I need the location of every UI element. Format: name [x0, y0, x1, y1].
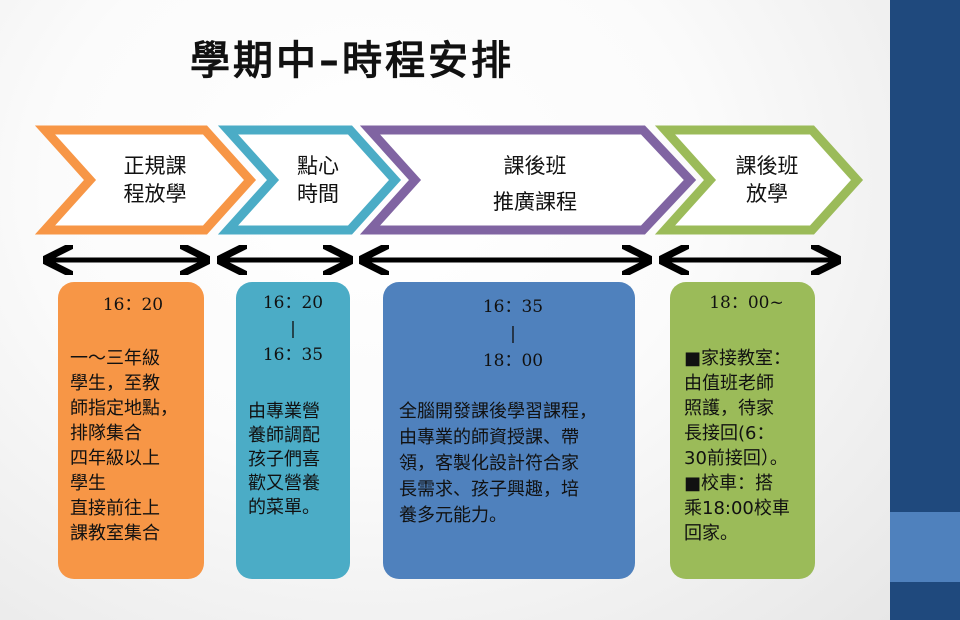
box-body: ■家接教室： 由值班老師 照護，待家 長接回(6： 30前接回）。 ■校車：搭 … [684, 346, 809, 546]
info-box-3: 16：35 | 18：00 全腦開發課後學習課程， 由專業的師資授課、帶 領，客… [383, 282, 635, 579]
body-line: 孩子們喜 [248, 449, 320, 470]
body-line: 領，客製化設計符合家 [399, 453, 579, 474]
stage-label-line: 點心 [297, 154, 339, 178]
side-bar-accent [890, 512, 960, 582]
body-line: 長接回(6： [684, 423, 775, 444]
chevron-stage-2 [217, 125, 402, 235]
box-body: 由專業營 養師調配 孩子們喜 歡又營養 的菜單。 [248, 400, 344, 520]
box-body: 一～三年級 學生，至教 師指定地點， 排隊集合 四年級以上 學生 直接前往上 課… [70, 346, 196, 546]
body-line: 養師調配 [248, 425, 320, 446]
box-time: 16：35 | 18：00 [399, 294, 627, 375]
body-line: 30前接回）。 [684, 448, 788, 469]
time-line: 16：35 [482, 297, 544, 317]
body-line: 的菜單。 [248, 497, 320, 518]
body-line: 師指定地點， [70, 398, 178, 419]
stage-label-line: 正規課 [123, 154, 187, 178]
body-line: 由值班老師 [684, 373, 774, 394]
stage-label-line: 課後班 [503, 154, 567, 178]
stage-label-line: 放學 [746, 182, 788, 206]
body-line: 照護，待家 [684, 398, 774, 419]
body-line: 直接前往上 [70, 498, 160, 519]
timeline-diagram [34, 125, 864, 620]
box-body: 全腦開發課後學習課程， 由專業的師資授課、帶 領，客製化設計符合家 長需求、孩子… [399, 399, 627, 529]
body-line: 學生 [70, 473, 106, 494]
box-time: 16：20 | 16：35 [248, 290, 344, 368]
body-line: 一～三年級 [70, 348, 160, 369]
body-line: 回家。 [684, 523, 738, 544]
info-box-1: 16：20 一～三年級 學生，至教 師指定地點， 排隊集合 四年級以上 學生 直… [58, 282, 204, 579]
slide-title: 學期中–時程安排 [190, 38, 514, 84]
time-line: 16：20 [262, 293, 324, 313]
body-line: 全腦開發課後學習課程， [399, 401, 597, 422]
stage-label-line: 推廣課程 [493, 190, 577, 214]
body-line: ■校車：搭 [684, 473, 774, 494]
time-line: 18：00 [482, 351, 544, 371]
time-line: 18：00~ [709, 293, 784, 313]
body-line: 排隊集合 [70, 423, 142, 444]
time-line: 16：20 [102, 295, 164, 315]
body-line: 學生，至教 [70, 373, 160, 394]
body-line: 由專業的師資授課、帶 [399, 427, 579, 448]
chevron-stage-4 [654, 125, 864, 235]
stage-label-line: 課後班 [735, 154, 799, 178]
chevron-stage-1 [34, 125, 257, 235]
stage-label-1: 正規課 程放學 [100, 152, 210, 208]
stage-label-3: 課後班 推廣課程 [460, 148, 610, 220]
time-line: | [290, 319, 296, 339]
body-line: 課教室集合 [70, 523, 160, 544]
body-line: 長需求、孩子興趣，培 [399, 479, 579, 500]
time-line: | [510, 324, 516, 344]
body-line: 歡又營養 [248, 473, 320, 494]
body-line: 養多元能力。 [399, 505, 507, 526]
box-time: 18：00~ [684, 290, 809, 316]
chevron-stage-3 [359, 125, 697, 235]
body-line: ■家接教室： [684, 348, 792, 369]
time-line: 16：35 [262, 345, 324, 365]
stage-label-line: 程放學 [123, 182, 187, 206]
body-line: 乘18:00校車 [684, 498, 790, 519]
info-box-4: 18：00~ ■家接教室： 由值班老師 照護，待家 長接回(6： 30前接回）。… [670, 282, 815, 579]
body-line: 由專業營 [248, 401, 320, 422]
stage-label-4: 課後班 放學 [717, 152, 817, 208]
stage-label-2: 點心 時間 [278, 152, 358, 208]
stage-label-line: 時間 [297, 182, 339, 206]
box-time: 16：20 [70, 292, 196, 318]
info-box-2: 16：20 | 16：35 由專業營 養師調配 孩子們喜 歡又營養 的菜單。 [236, 282, 350, 579]
body-line: 四年級以上 [70, 448, 160, 469]
